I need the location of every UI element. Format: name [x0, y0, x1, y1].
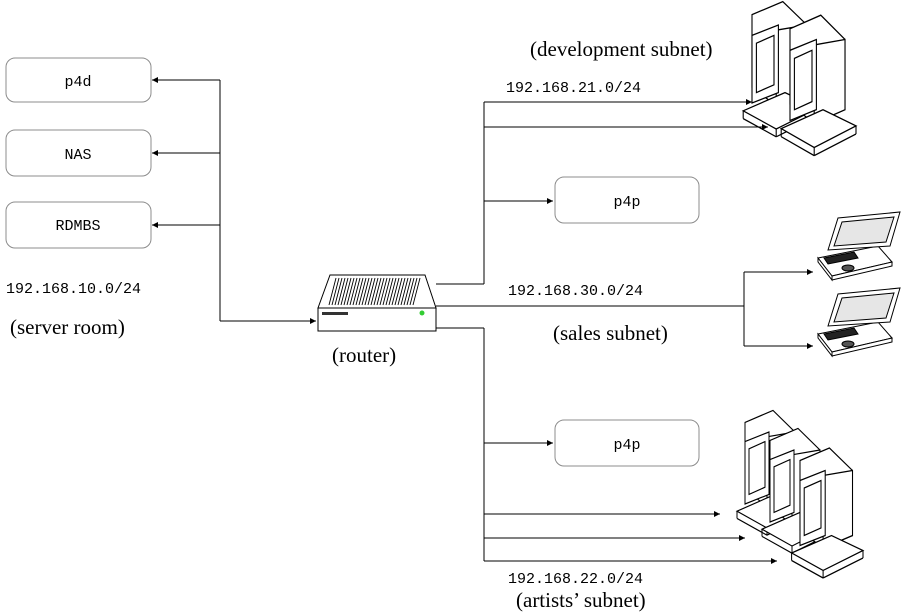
server-p4d: p4d	[5, 57, 152, 103]
server-bus	[152, 77, 316, 324]
server-p4d-label: p4d	[64, 74, 91, 91]
sales-laptop-icon	[817, 211, 901, 357]
router-device	[317, 274, 437, 332]
proxy-dev-label: p4p	[613, 194, 640, 211]
artists-links	[484, 440, 777, 564]
artists-caption: (artists’ subnet)	[516, 588, 646, 612]
router-caption: (router)	[332, 343, 396, 367]
router-links	[436, 102, 744, 561]
development-caption: (development subnet)	[530, 37, 713, 61]
server-rdmbs-label: RDMBS	[55, 218, 100, 235]
artists-network: 192.168.22.0/24	[508, 571, 643, 588]
sales-links	[743, 269, 813, 349]
artists-desktop-icon	[736, 409, 864, 579]
server-nas: NAS	[5, 129, 152, 177]
server-room-network: 192.168.10.0/24	[6, 281, 141, 298]
router-led-icon	[419, 310, 425, 316]
development-links	[484, 99, 768, 204]
server-rdmbs: RDMBS	[5, 201, 152, 249]
sales-caption: (sales subnet)	[553, 321, 668, 345]
proxy-dev: p4p	[554, 176, 700, 224]
server-nas-label: NAS	[64, 147, 91, 164]
development-desktop-icon	[742, 0, 857, 157]
proxy-artists-label: p4p	[613, 437, 640, 454]
sales-network: 192.168.30.0/24	[508, 283, 643, 300]
development-network: 192.168.21.0/24	[506, 80, 641, 97]
proxy-artists: p4p	[554, 419, 700, 467]
server-room-caption: (server room)	[10, 315, 125, 339]
